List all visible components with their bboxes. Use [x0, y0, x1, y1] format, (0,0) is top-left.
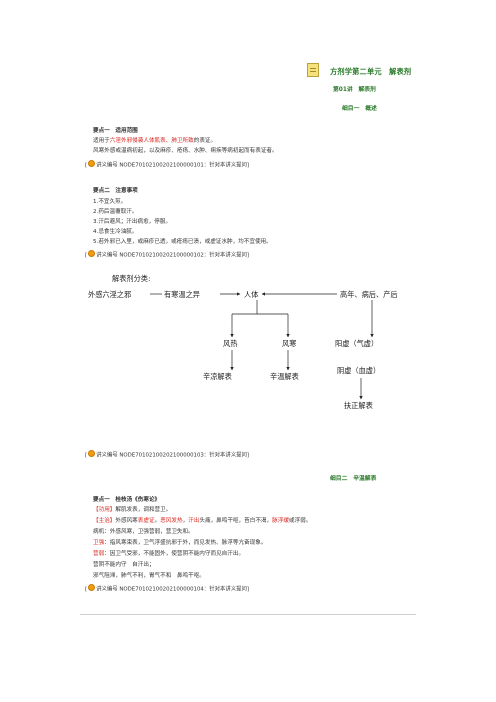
- ying-weak-line: 营弱：因卫气受邪，不能固外，使营阴不能内守而见自汗出。: [93, 551, 245, 557]
- scope-line-1: 适用于六淫外邪侵袭人体肌表、肺卫所致的表证。: [93, 138, 216, 145]
- node-yin-deficiency: 阴虚（血虚）: [337, 366, 380, 375]
- lecture-title: 第01讲 解表剂: [333, 87, 376, 93]
- section-title-overview: 细目一 概述: [342, 106, 377, 112]
- note-item-2: 2.药后温覆取汗。: [93, 209, 138, 215]
- node-yang-deficiency: 阳虚（气虚）: [335, 339, 378, 348]
- node-wind-heat: 风热: [223, 339, 237, 348]
- pathogenesis-line: 病机：外感风寒，卫强营弱，营卫失和。: [93, 529, 194, 535]
- note-item-1: 1.不宜久煎。: [93, 199, 127, 205]
- lecture-ref-link-1[interactable]: [讲义编号 NODE70102100202100000101：针对本讲义提问]: [85, 160, 249, 169]
- scope-prefix: 适用于: [93, 138, 110, 144]
- note-item-5: 5.若外邪已入里，或麻疹已透，或疮疡已溃，或虚证水肿，均不宜使用。: [93, 239, 272, 245]
- question-icon: [88, 160, 96, 167]
- question-icon: [88, 450, 96, 457]
- lecture-ref-link-4[interactable]: [讲义编号 NODE70102100202100000104：针对本讲义提问]: [85, 584, 249, 593]
- function-line: 【功用】解肌发表，调和营卫。: [93, 507, 172, 513]
- node-pungent-cool: 辛凉解表: [203, 372, 232, 381]
- explanation-line-1: 营阴不能内守 自汗出；: [93, 562, 155, 568]
- unit-title: 方剂学第二单元 解表剂: [330, 67, 412, 76]
- node-external-pathogen: 外感六淫之邪: [88, 290, 131, 299]
- question-icon: [88, 584, 96, 591]
- section-title-pungent-warm: 细目二 辛温解表: [330, 476, 377, 482]
- node-elderly-postpartum: 高年、病后、产后: [340, 290, 398, 299]
- scope-highlight: 六淫外邪侵袭人体肌表、肺卫所致: [109, 138, 194, 144]
- lecture-ref-link-2[interactable]: [讲义编号 NODE70102100202100000102：针对本讲义提问]: [85, 250, 249, 259]
- point-heading-notes: 要点二 注意事项: [93, 188, 138, 194]
- point-heading-scope: 要点一 适用范围: [93, 128, 138, 134]
- node-wind-cold: 风寒: [282, 339, 296, 348]
- node-human-body: 人体: [244, 290, 258, 299]
- note-item-4: 4.忌食生冷油腻。: [93, 229, 138, 235]
- node-pungent-warm: 辛温解表: [270, 372, 299, 381]
- point-heading-guizhi: 要点一 桂枝汤《伤寒论》: [93, 497, 161, 503]
- node-cold-warm: 有寒温之异: [164, 290, 200, 299]
- note-item-3: 3.汗后避风；汗出病愈，停服。: [93, 219, 172, 225]
- indication-line: 【主治】外感风寒表虚证。恶风发热，汗出头痛，鼻鸣干呕，苔白不渴，脉浮缓或浮弱。: [93, 518, 312, 524]
- wei-strong-line: 卫强：指风寒束表，卫气浮盛抗邪于外，而见发热、脉浮等亢奋现象。: [93, 540, 267, 546]
- diagram-title: 解表剂分类:: [112, 274, 150, 283]
- document-icon: [307, 63, 319, 77]
- question-icon: [88, 250, 96, 257]
- scope-suffix: 的表证。: [193, 138, 217, 144]
- explanation-line-2: 邪气阻滞，肺气不利，胃气不和 鼻鸣干呕。: [93, 573, 205, 579]
- scope-line-2: 风寒外感或温病初起，以及麻疹、疮疡、水肿、痢疾等病初起而有表证者。: [93, 148, 278, 154]
- node-reinforce: 扶正解表: [344, 401, 373, 410]
- lecture-ref-link-3[interactable]: [讲义编号 NODE70102100202100000103：针对本讲义提问]: [85, 450, 249, 459]
- footer-divider: [80, 614, 416, 615]
